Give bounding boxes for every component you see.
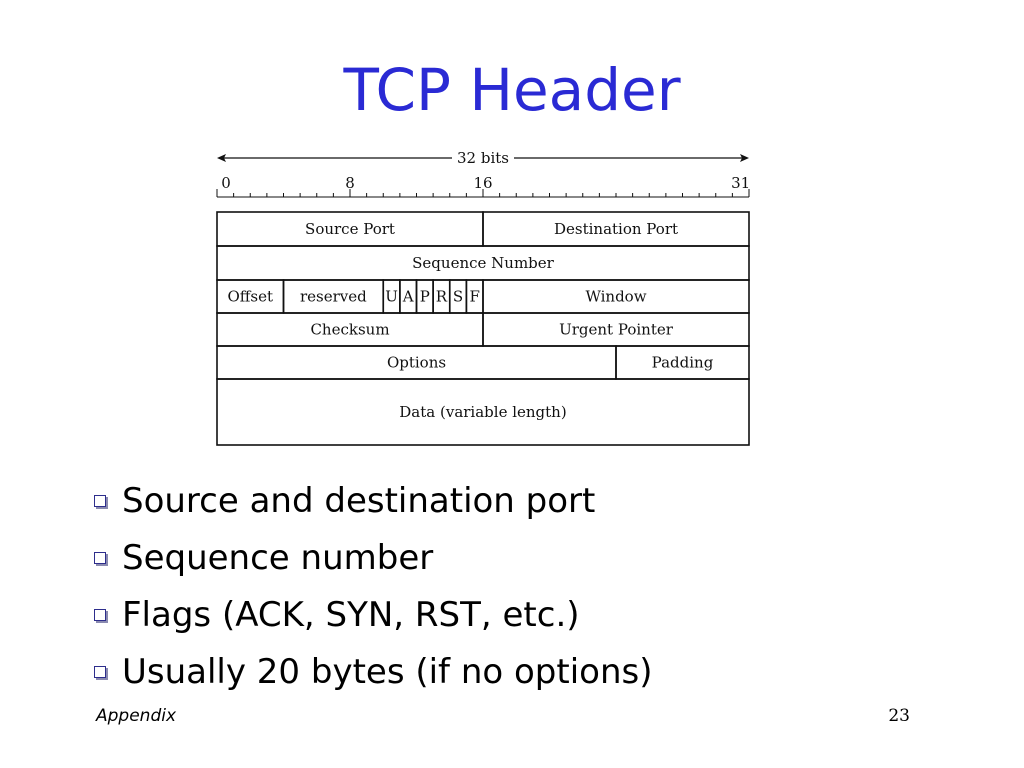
- reserved-label: reserved: [300, 288, 367, 306]
- bullet-text: Sequence number: [122, 537, 434, 578]
- bullet-text: Usually 20 bytes (if no options): [122, 651, 653, 692]
- flag-s-label: S: [453, 288, 463, 306]
- flag-u-label: U: [385, 288, 398, 306]
- checksum-label: Checksum: [310, 321, 389, 339]
- square-bullet-icon: [94, 551, 106, 564]
- arrowhead-left-icon: [217, 154, 226, 162]
- data-label: Data (variable length): [399, 403, 566, 421]
- page-number: 23: [888, 706, 910, 726]
- bit-tick-label: 8: [345, 174, 355, 192]
- bit-tick-label: 16: [473, 174, 492, 192]
- bit-tick-label: 31: [731, 174, 750, 192]
- bullet-item: Sequence number: [92, 529, 653, 586]
- bullet-text: Flags (ACK, SYN, RST, etc.): [122, 594, 580, 635]
- bullet-item: Usually 20 bytes (if no options): [92, 643, 653, 700]
- flag-p-label: P: [420, 288, 430, 306]
- square-bullet-icon: [94, 665, 106, 678]
- bullet-item: Source and destination port: [92, 472, 653, 529]
- bullet-text: Source and destination port: [122, 480, 596, 521]
- square-bullet-icon: [94, 494, 106, 507]
- slide-title: TCP Header: [343, 56, 681, 124]
- window-label: Window: [585, 288, 646, 306]
- flag-f-label: F: [469, 288, 479, 306]
- offset-label: Offset: [227, 288, 273, 306]
- data-field: [216, 378, 750, 446]
- square-bullet-icon: [94, 608, 106, 621]
- options-label: Options: [387, 354, 446, 372]
- padding-label: Padding: [652, 354, 714, 372]
- urgent-pointer-label: Urgent Pointer: [559, 321, 674, 339]
- arrowhead-right-icon: [740, 154, 749, 162]
- bullet-list: Source and destination port Sequence num…: [92, 472, 653, 700]
- destination-port-label: Destination Port: [554, 220, 678, 238]
- sequence-number-label: Sequence Number: [412, 254, 554, 272]
- footer-section-label: Appendix: [96, 706, 177, 726]
- flag-r-label: R: [436, 288, 448, 306]
- source-port-label: Source Port: [305, 220, 395, 238]
- flag-a-label: A: [402, 288, 414, 306]
- width-label: 32 bits: [457, 149, 509, 167]
- bit-tick-label: 0: [221, 174, 231, 192]
- bullet-item: Flags (ACK, SYN, RST, etc.): [92, 586, 653, 643]
